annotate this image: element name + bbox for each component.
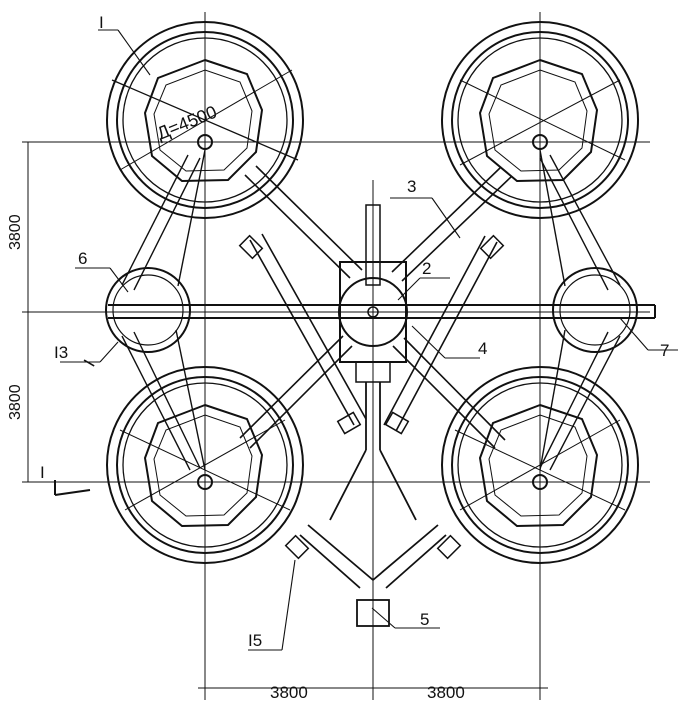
horizontal-pipe — [108, 304, 656, 319]
tank-top-left-center-mark — [197, 134, 213, 150]
callout-4: 4 — [478, 339, 487, 358]
collector-pipe — [299, 382, 447, 627]
small-tank-right — [552, 267, 638, 353]
small-tank-left — [105, 267, 191, 353]
callout-2: 2 — [422, 259, 431, 278]
section-marks — [54, 480, 91, 496]
callout-6: 6 — [78, 249, 87, 268]
callout-13: I3 — [54, 343, 68, 362]
tank-top-right-center-mark — [532, 134, 548, 150]
dimension-lines — [22, 141, 548, 696]
tank-top-right — [441, 21, 639, 219]
dimension-left-lower: 3800 — [7, 384, 24, 420]
valve-blocks — [238, 234, 505, 560]
callout-7: 7 — [660, 341, 669, 360]
tie-pipes — [121, 149, 621, 471]
tank-bottom-left — [106, 366, 304, 564]
tank-top-left — [106, 21, 304, 219]
callout-5: 5 — [420, 610, 429, 629]
section-mark-b: I — [80, 356, 99, 370]
dimension-left-upper: 3800 — [7, 214, 24, 250]
section-mark-a: I — [40, 463, 45, 482]
diagonal-pipes — [239, 165, 513, 449]
callout-3: 3 — [407, 177, 416, 196]
dimension-bottom-right: 3800 — [427, 683, 465, 702]
callout-tank-label: I — [99, 13, 104, 32]
tank-bottom-right-center-mark — [532, 474, 548, 490]
tank-bottom-left-center-mark — [197, 474, 213, 490]
leader-lines — [60, 29, 678, 651]
central-chamber — [338, 204, 408, 383]
dimension-bottom-left: 3800 — [270, 683, 308, 702]
callout-15: I5 — [248, 631, 262, 650]
